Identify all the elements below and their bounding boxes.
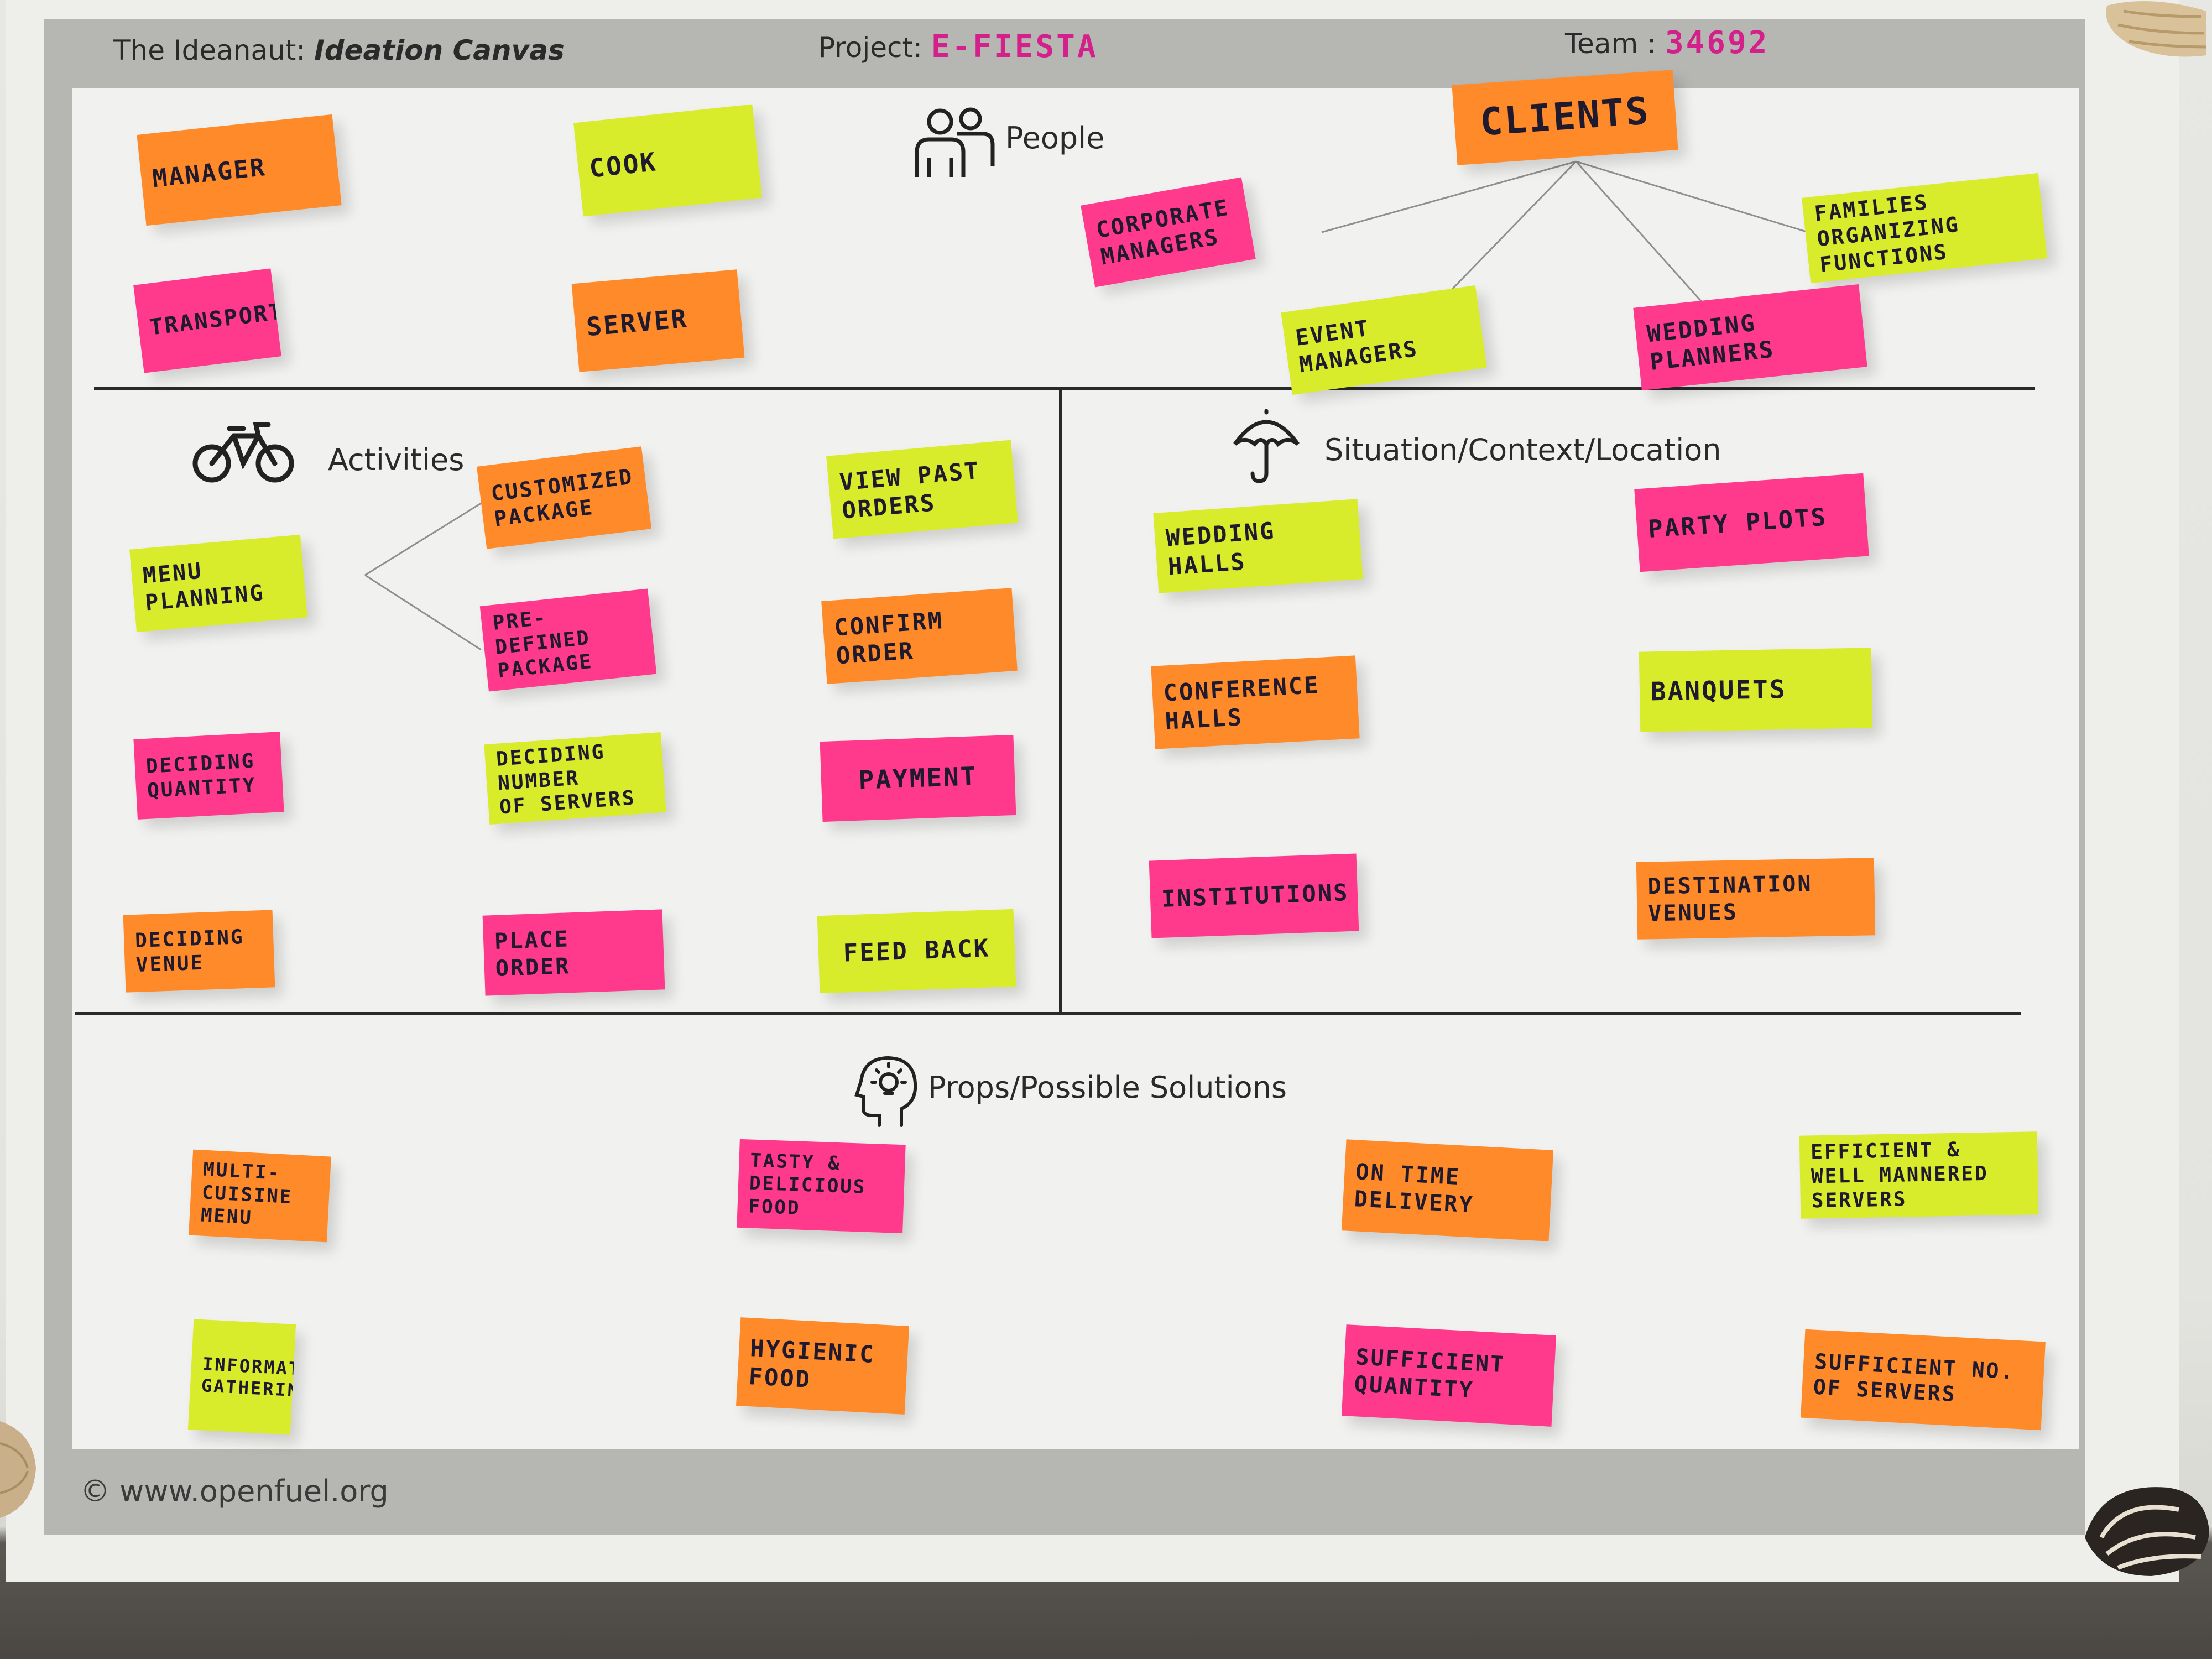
footer-copyright: © www.openfuel.org xyxy=(80,1474,389,1509)
props-section-title: Props/Possible Solutions xyxy=(928,1070,1287,1105)
situation-section-title: Situation/Context/Location xyxy=(1324,432,1721,467)
note-party-plots: PARTY PLOTS xyxy=(1634,473,1869,572)
note-banquets: BANQUETS xyxy=(1639,648,1873,732)
note-hygienic-food: HYGIENIC FOOD xyxy=(736,1317,909,1415)
note-view-past-orders: VIEW PAST ORDERS xyxy=(826,440,1018,539)
note-sufficient-servers: SUFFICIENT NO. OF SERVERS xyxy=(1801,1329,2046,1431)
note-deciding-quantity: DECIDING QUANTITY xyxy=(133,732,284,820)
note-conference-halls: CONFERENCE HALLS xyxy=(1151,655,1360,749)
bicycle-icon xyxy=(192,422,294,483)
people-icon xyxy=(915,107,995,177)
note-menu-planning: MENU PLANNING xyxy=(129,534,307,633)
note-feed-back: FEED BACK xyxy=(817,909,1016,994)
note-multi-cuisine-menu: MULTI-CUISINE MENU xyxy=(189,1149,331,1243)
note-information-gathering: INFORMATION GATHERING xyxy=(187,1319,296,1435)
note-cook: COOK xyxy=(573,104,762,217)
project-value: E-FIESTA xyxy=(931,29,1098,65)
note-predefined-package: PRE-DEFINED PACKAGE xyxy=(479,588,657,692)
umbrella-icon xyxy=(1233,409,1300,483)
project-field: Project: E-FIESTA xyxy=(818,29,1098,65)
people-section-title: People xyxy=(1005,121,1105,155)
team-label: Team : xyxy=(1565,28,1656,60)
note-sufficient-quantity: SUFFICIENT QUANTITY xyxy=(1341,1324,1557,1427)
note-payment: PAYMENT xyxy=(820,734,1016,822)
divider-props-top xyxy=(75,1012,2021,1015)
note-place-order: PLACE ORDER xyxy=(482,909,665,996)
brand-prefix: The Ideanaut: xyxy=(113,34,315,66)
brand-title: Ideation Canvas xyxy=(314,34,565,66)
note-destination-venues: DESTINATION VENUES xyxy=(1636,858,1876,940)
seashell-left xyxy=(0,1421,36,1518)
seashell-bottom-right xyxy=(2085,1487,2209,1576)
note-on-time-delivery: ON TIME DELIVERY xyxy=(1341,1139,1554,1241)
team-field: Team : 34692 xyxy=(1565,25,1769,61)
brand-heading: The Ideanaut: Ideation Canvas xyxy=(113,34,565,66)
note-confirm-order: CONFIRM ORDER xyxy=(821,588,1018,684)
note-deciding-number-of-servers: DECIDING NUMBER OF SERVERS xyxy=(484,732,666,825)
divider-activities-situation xyxy=(1059,389,1062,1014)
ideation-canvas-poster: The Ideanaut: Ideation Canvas Project: E… xyxy=(6,0,2179,1582)
note-wedding-halls: WEDDING HALLS xyxy=(1153,499,1363,593)
seashell-top-right xyxy=(2106,1,2207,57)
note-deciding-venue: DECIDING VENUE xyxy=(123,910,275,993)
note-server: SERVER xyxy=(571,269,745,372)
note-clients: CLIENTS xyxy=(1452,70,1678,165)
note-efficient-servers: EFFICIENT & WELL MANNERED SERVERS xyxy=(1799,1131,2039,1219)
divider-people-bottom xyxy=(94,387,2035,390)
activities-section-title: Activities xyxy=(328,442,465,477)
connector-lines xyxy=(364,160,1809,651)
team-value: 34692 xyxy=(1665,25,1770,61)
note-transport: TRANSPORT xyxy=(133,268,281,373)
head-bulb-icon xyxy=(854,1056,917,1127)
note-tasty-delicious-food: TASTY & DELICIOUS FOOD xyxy=(737,1139,906,1234)
project-label: Project: xyxy=(818,32,922,64)
note-institutions: INSTITUTIONS xyxy=(1149,853,1359,938)
